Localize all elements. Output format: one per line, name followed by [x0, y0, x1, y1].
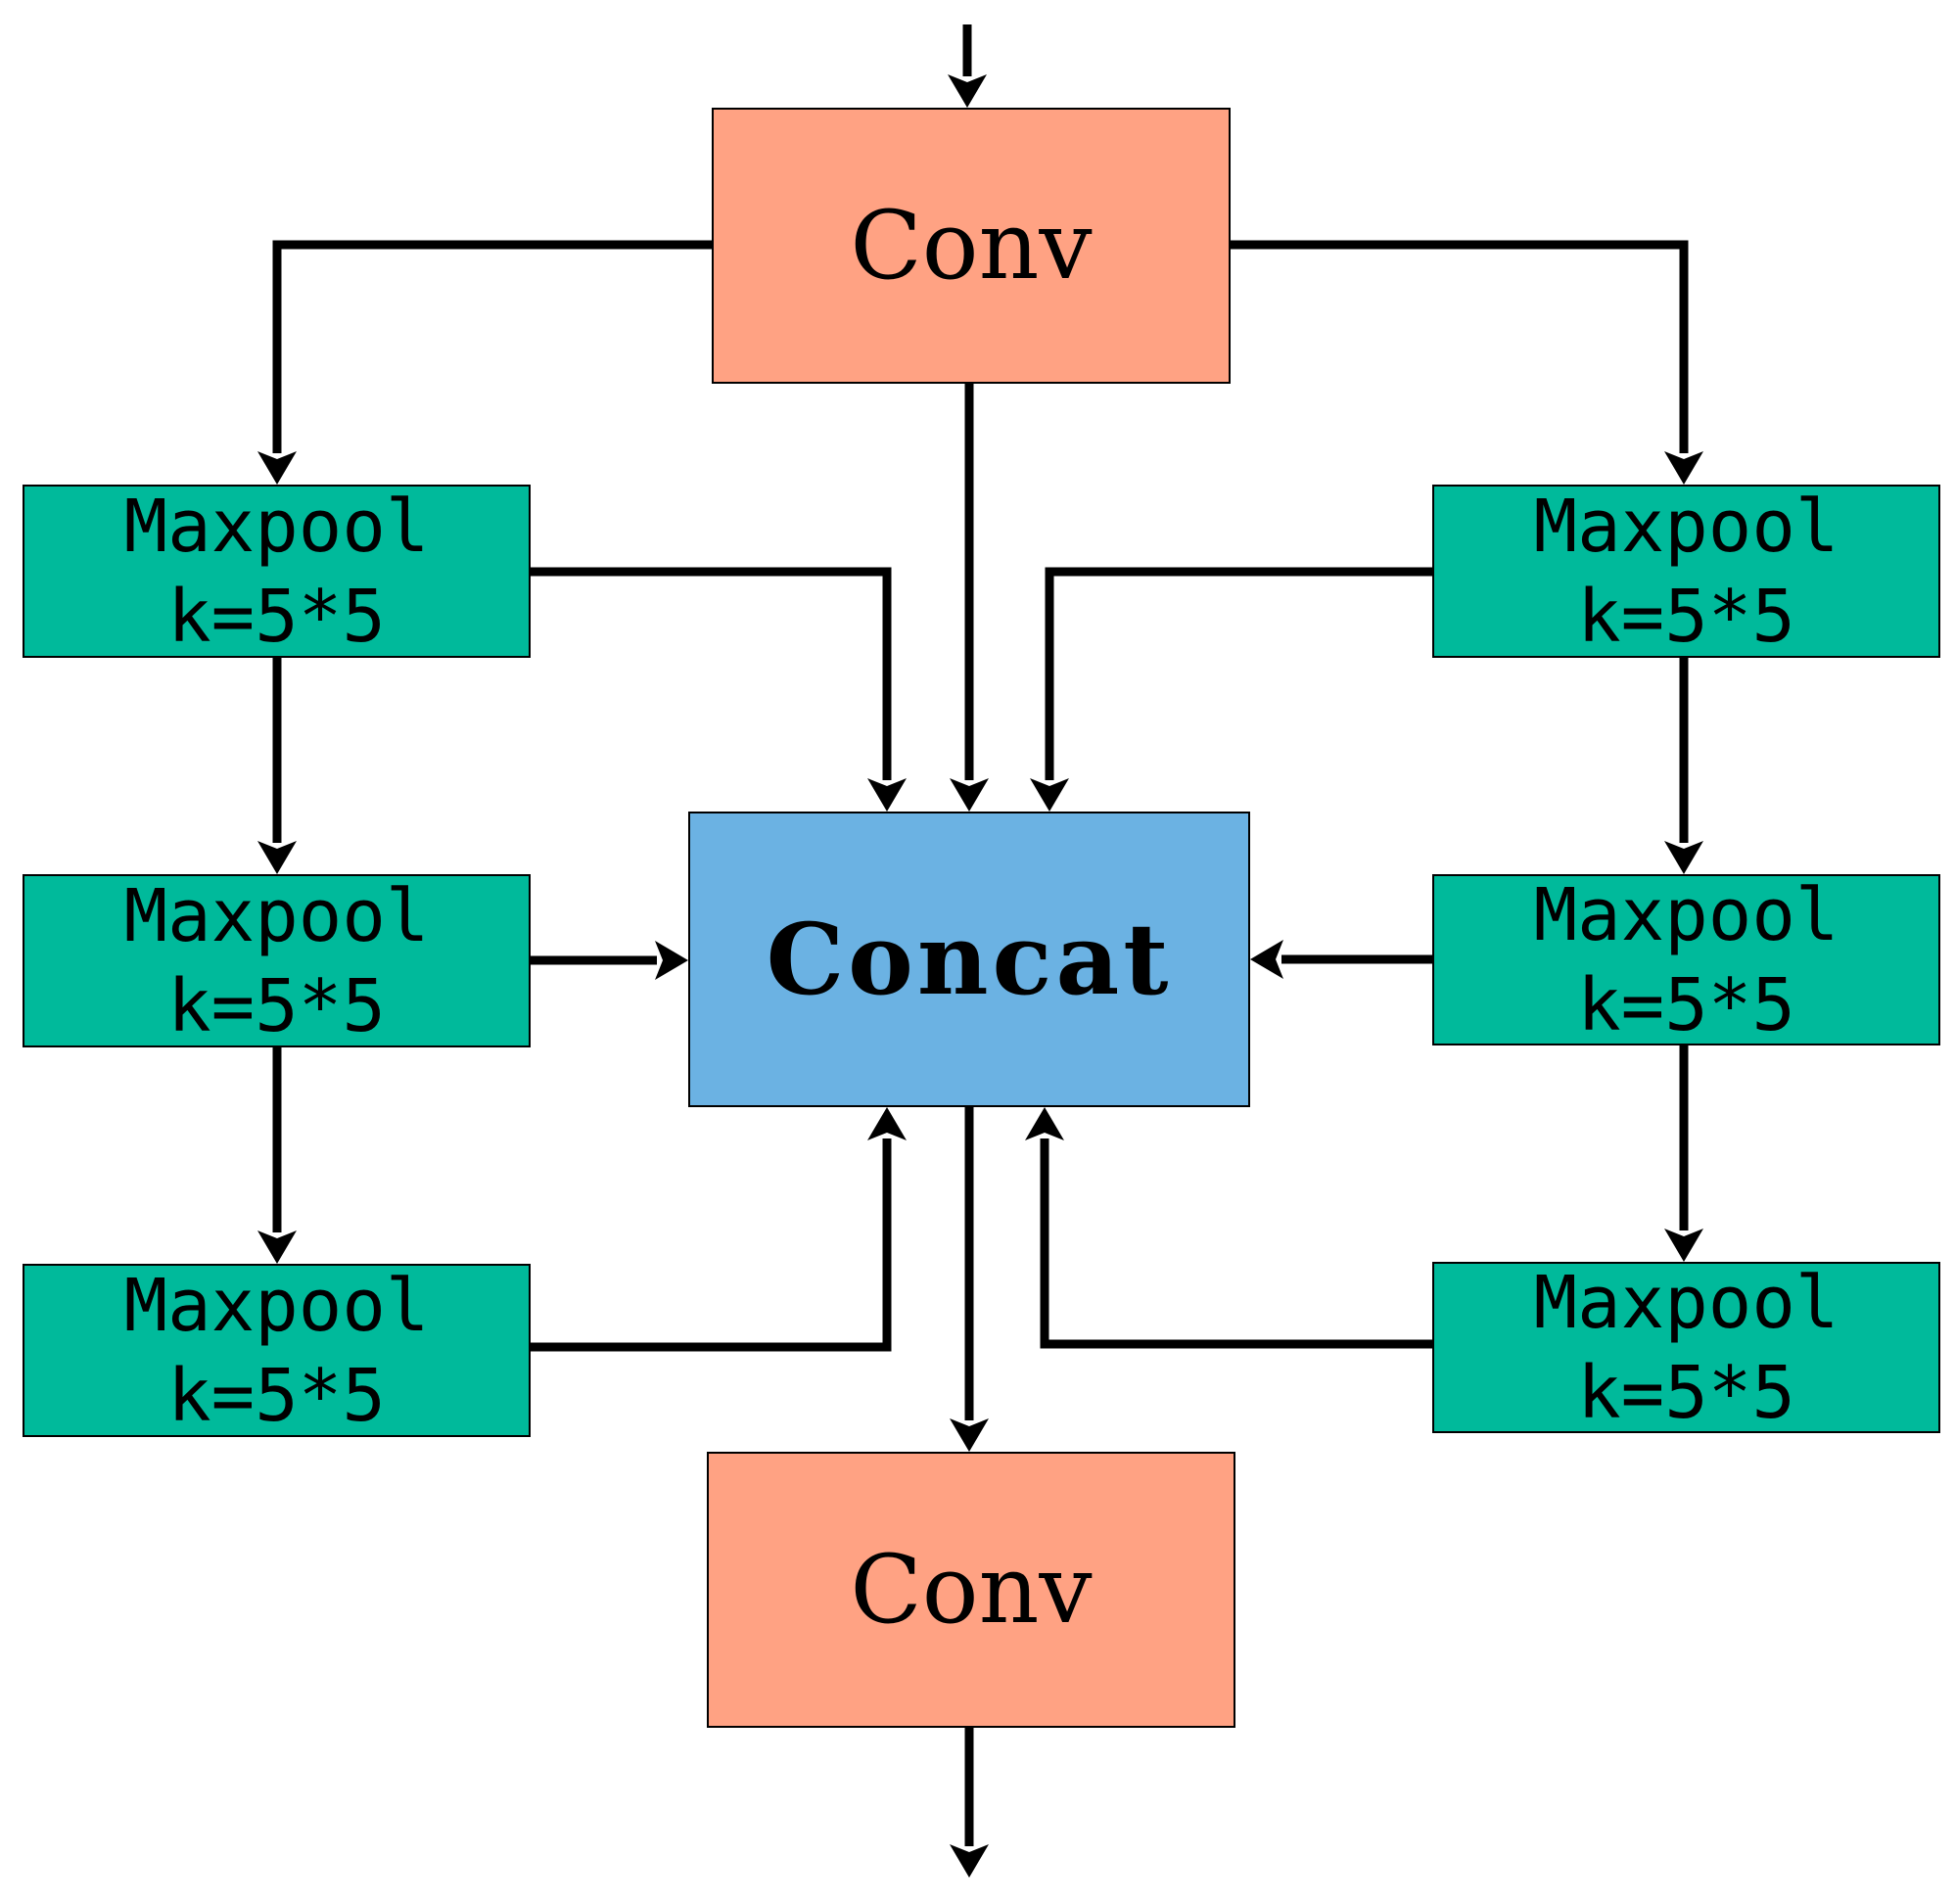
maxpool-block-right-2: Maxpool k=5*5 — [1432, 873, 1940, 1047]
arrow-pool-l1-to-concat — [531, 567, 892, 780]
arrow-pool-r2-to-pool-r3-head — [1664, 1229, 1703, 1262]
maxpool-kernel: k=5*5 — [1577, 574, 1795, 659]
maxpool-title: Maxpool — [123, 484, 430, 569]
arrow-pool-l1-to-pool-l2-head — [257, 841, 297, 874]
maxpool-title: Maxpool — [123, 873, 430, 958]
arrow-pool-l2-to-concat-head — [655, 941, 688, 980]
concat-block: Concat — [688, 812, 1250, 1107]
maxpool-block-right-1: Maxpool k=5*5 — [1432, 484, 1940, 659]
maxpool-kernel: k=5*5 — [1577, 1350, 1795, 1435]
arrow-concat-to-conv-head — [950, 1418, 989, 1452]
maxpool-kernel: k=5*5 — [167, 1353, 386, 1438]
arrow-conv-to-pool-l1 — [272, 240, 712, 453]
arrow-conv-to-pool-r1 — [1231, 240, 1689, 453]
maxpool-block-right-3: Maxpool k=5*5 — [1432, 1261, 1940, 1435]
maxpool-title: Maxpool — [123, 1263, 430, 1348]
conv-block-top: Conv — [712, 108, 1231, 384]
maxpool-kernel: k=5*5 — [167, 963, 386, 1048]
maxpool-kernel: k=5*5 — [167, 574, 386, 659]
arrow-pool-l2-to-pool-l3-head — [257, 1231, 297, 1264]
conv-block-bottom: Conv — [707, 1452, 1235, 1728]
arrow-pool-r2-to-concat-head — [1250, 940, 1283, 979]
arrow-pool-l3-to-concat — [531, 1138, 892, 1352]
maxpool-title: Maxpool — [1533, 484, 1840, 569]
arrow-pool-r3-to-concat — [1040, 1138, 1432, 1349]
arrow-pool-l1-to-concat-head — [867, 778, 907, 812]
maxpool-title: Maxpool — [1533, 872, 1840, 957]
arrow-conv-to-pool-r1-head — [1664, 451, 1703, 485]
arrow-pool-r1-to-pool-r2-head — [1664, 841, 1703, 874]
maxpool-kernel: k=5*5 — [1577, 962, 1795, 1047]
arrow-pool-r1-to-concat-head — [1030, 778, 1069, 812]
arrow-pool-r1-to-concat — [1045, 567, 1432, 780]
maxpool-block-left-2: Maxpool k=5*5 — [23, 873, 531, 1048]
arrow-pool-l3-to-concat-head — [867, 1107, 907, 1140]
maxpool-block-left-1: Maxpool k=5*5 — [23, 484, 531, 659]
conv-bottom-label: Conv — [850, 1535, 1093, 1645]
concat-label: Concat — [766, 902, 1173, 1017]
output-arrow-head — [950, 1844, 989, 1878]
input-arrow-head — [948, 74, 987, 108]
conv-top-label: Conv — [850, 191, 1093, 301]
arrow-conv-to-concat-head — [950, 778, 989, 812]
maxpool-block-left-3: Maxpool k=5*5 — [23, 1263, 531, 1438]
arrow-pool-r3-to-concat-head — [1025, 1107, 1064, 1140]
maxpool-title: Maxpool — [1533, 1260, 1840, 1345]
arrow-conv-to-pool-l1-head — [257, 451, 297, 485]
